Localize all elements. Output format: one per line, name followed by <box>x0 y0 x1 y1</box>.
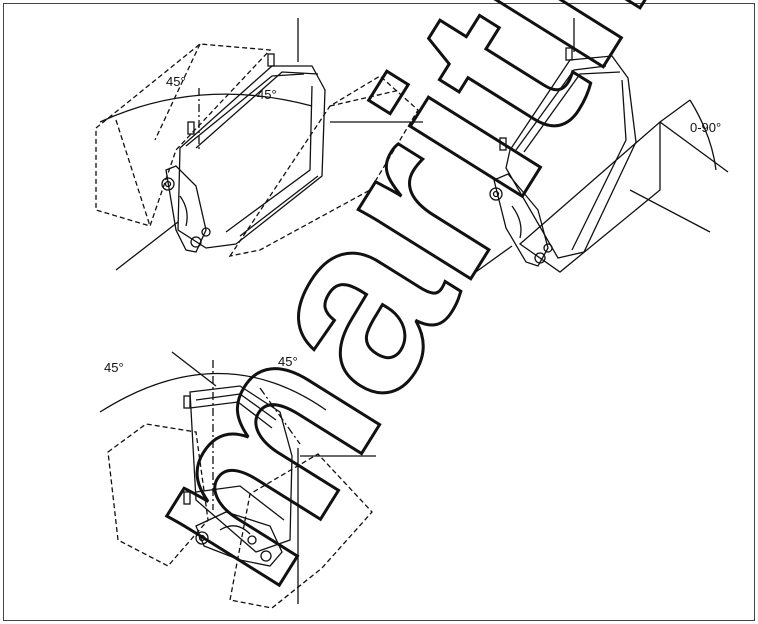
angle-label-right: 45° <box>278 354 298 369</box>
device-body <box>499 47 637 259</box>
angle-label-left: 45° <box>104 360 124 375</box>
device-body <box>183 385 293 553</box>
tilt-wedge <box>518 120 661 273</box>
view-bottom-left: 45° 45° <box>99 351 376 609</box>
view-top-right: 0-90° <box>472 18 729 275</box>
diagonal-reference-line <box>171 351 217 387</box>
tilt-arc <box>689 99 717 171</box>
view-top-left: 45° 45° <box>95 18 423 271</box>
tilt-reference-line <box>629 189 711 233</box>
valve-assembly <box>161 165 211 253</box>
rotated-outline-right <box>228 75 419 257</box>
angle-label-left: 45° <box>166 74 186 89</box>
figure-border <box>3 3 755 621</box>
angle-arc <box>99 93 313 123</box>
device-body <box>177 53 326 249</box>
diagonal-reference-line <box>115 221 179 271</box>
tilt-angle-line <box>659 121 729 173</box>
valve-assembly <box>489 173 553 267</box>
diagonal-reference-line <box>472 245 513 275</box>
angle-label-right: 45° <box>257 87 277 102</box>
tilt-angle-label: 0-90° <box>690 120 721 135</box>
rotated-outline-left <box>95 43 272 227</box>
offset-axis-line <box>259 387 301 445</box>
valve-assembly <box>195 511 283 567</box>
angle-arc <box>99 372 327 413</box>
